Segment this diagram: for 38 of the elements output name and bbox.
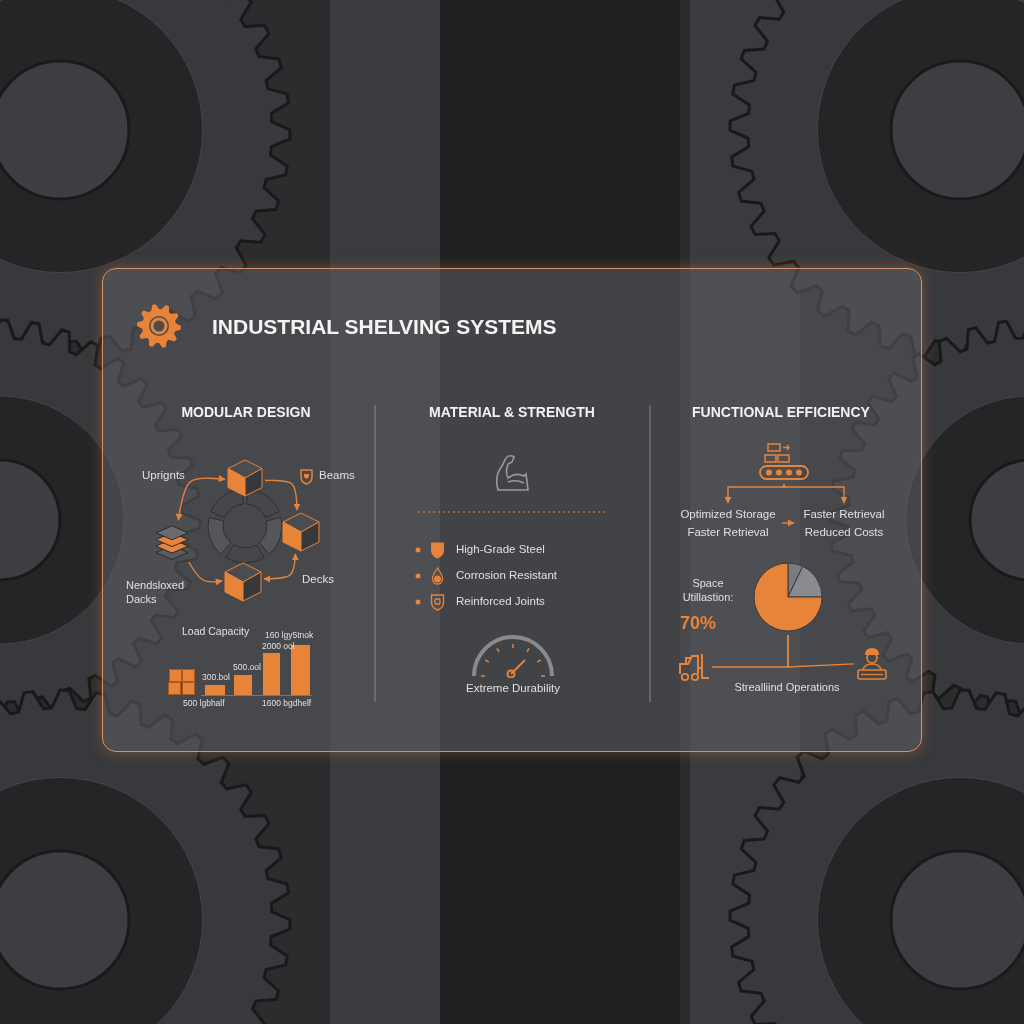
component-label: Uprignts [142, 468, 186, 483]
feature-item: Corrosion Resistant [456, 568, 558, 583]
component-label: Beams [319, 468, 356, 483]
title: INDUSTRIAL SHELVING SYSTEMS [212, 314, 557, 340]
metric-value: 70% [680, 612, 718, 635]
forklift-icon [678, 652, 710, 682]
benefit-text: Faster Retrieval Reduced Costs [796, 505, 892, 541]
component-label: Decks [302, 572, 335, 587]
arrow [175, 475, 226, 521]
conveyor-icon [758, 442, 810, 482]
crate-icon [282, 512, 320, 552]
crate-icon [224, 562, 262, 602]
feature-item: Reinforced Joints [456, 594, 546, 609]
layered-panels-icon [155, 522, 189, 560]
arrow [263, 553, 299, 583]
benefit-text: Optimized Storage Faster Retrieval [676, 505, 780, 541]
bar-value-label: 300.bol [202, 672, 231, 684]
arrow [264, 479, 301, 511]
arrow [781, 519, 795, 527]
pie-chart-icon [752, 561, 824, 633]
bar-value-label: 160 lgy5tnok [265, 630, 315, 642]
arrow [783, 483, 848, 504]
axis-label: 1600 bgdhelf [262, 698, 313, 710]
arrow [724, 483, 785, 504]
bar-value-label: 500.ool [233, 662, 262, 674]
crate-icon [227, 459, 263, 497]
gauge-caption: Extreme Durability [465, 681, 561, 696]
component-label: Nendsloxed Dacks [126, 578, 186, 607]
section-heading: FUNCTIONAL EFFICIENCY [691, 403, 871, 422]
section-heading: MATERIAL & STRENGTH [428, 403, 596, 422]
section-heading: MODULAR DESIGN [180, 403, 312, 422]
metric-label: Space Utillastion: [681, 576, 735, 605]
arrow [188, 561, 223, 586]
feature-item: High-Grade Steel [456, 542, 546, 557]
worker-icon [856, 645, 888, 681]
bar-value-label: 2000 ool [262, 641, 296, 653]
axis-label: 500 lgbhalf [183, 698, 226, 710]
caption: Strealliind Operations [733, 680, 841, 695]
